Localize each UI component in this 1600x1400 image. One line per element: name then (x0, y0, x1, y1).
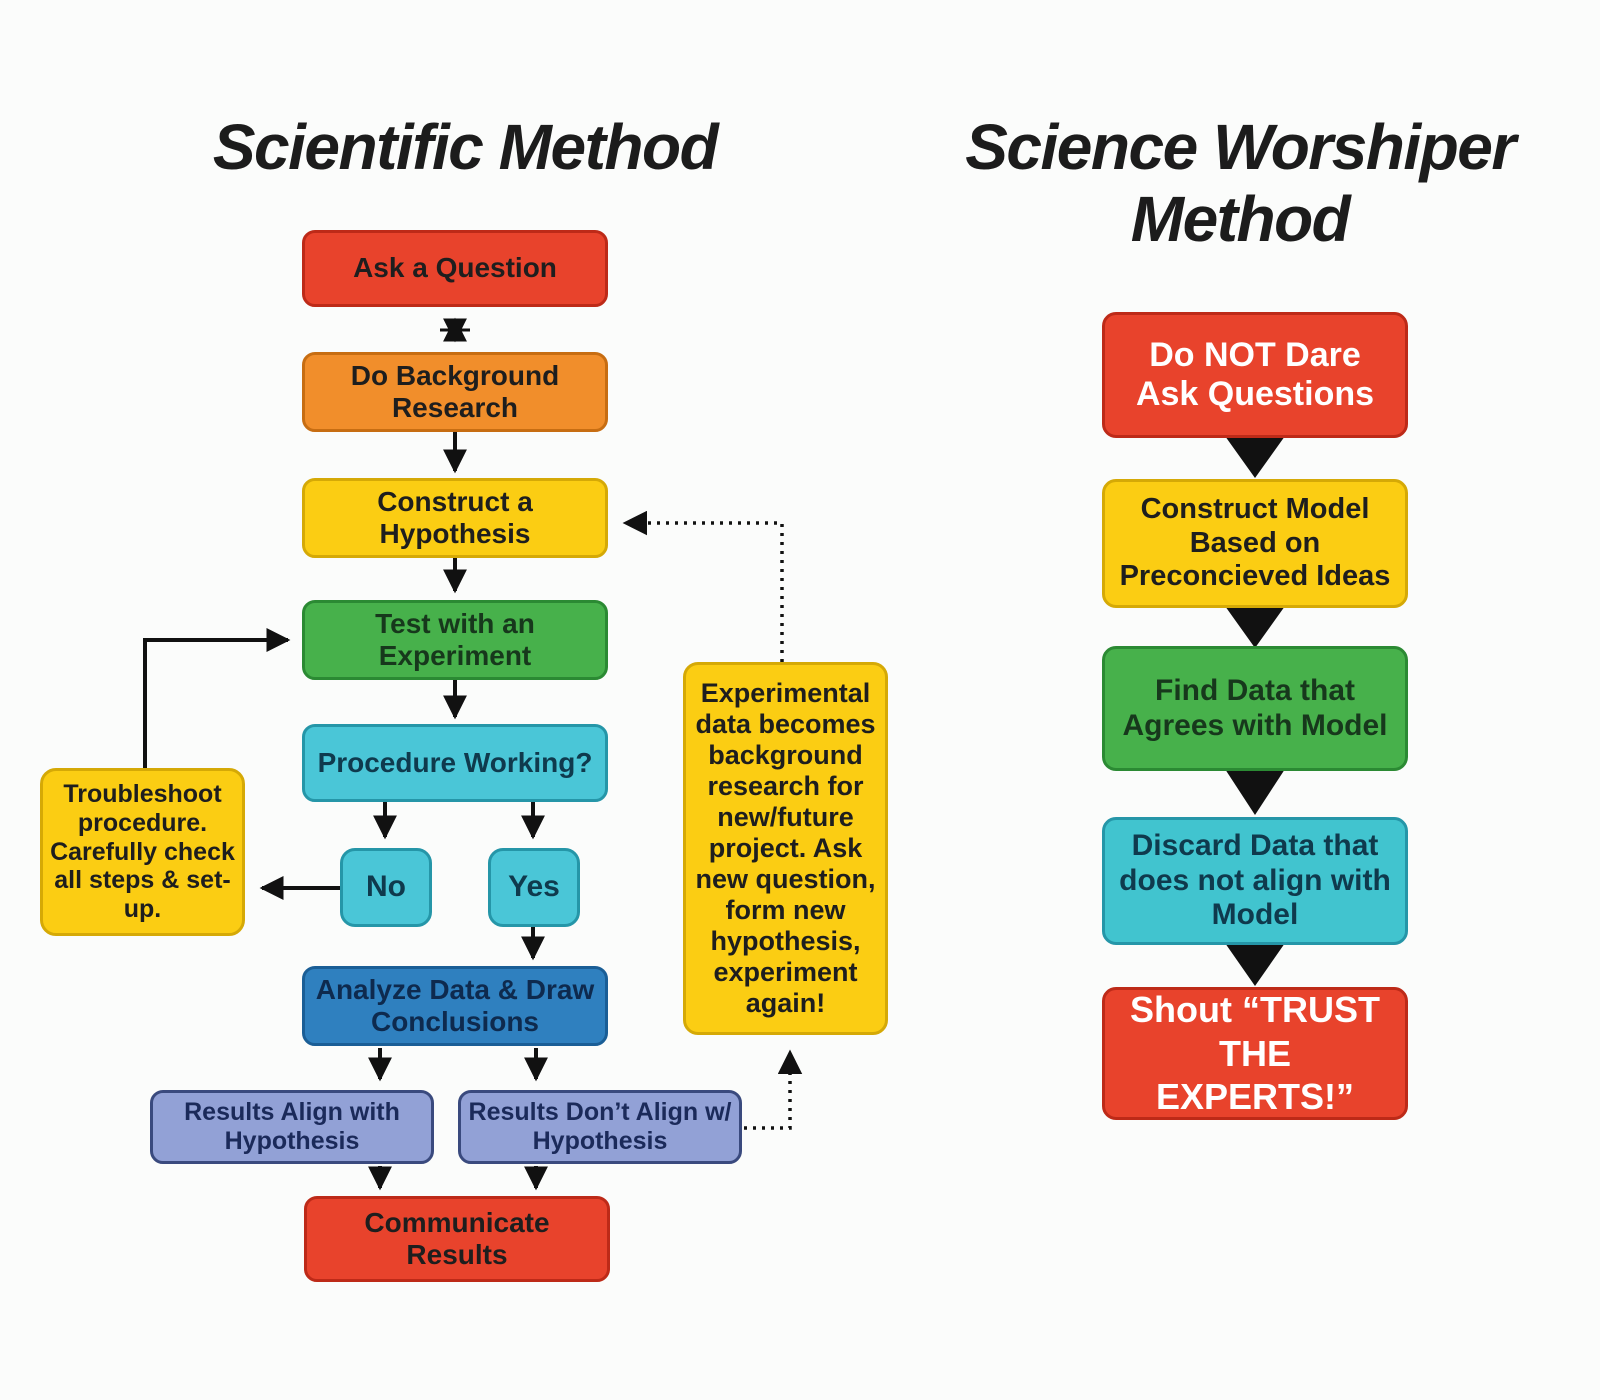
node-do-background-research: Do Background Research (302, 352, 608, 432)
node-find-data-agrees: Find Data that Agrees with Model (1102, 646, 1408, 771)
note-experimental-data: Experimental data becomes background res… (683, 662, 888, 1035)
node-shout-trust-experts: Shout “TRUST THE EXPERTS!” (1102, 987, 1408, 1120)
node-do-not-dare-ask-questions: Do NOT Dare Ask Questions (1102, 312, 1408, 438)
dotted-arrow-results-to-note (744, 1049, 803, 1130)
node-procedure-working: Procedure Working? (302, 724, 608, 802)
triangle-arrow-questions-to-model (1225, 436, 1285, 478)
node-communicate-results: Communicate Results (304, 1196, 610, 1282)
left-chart-title: Scientific Method (212, 111, 719, 183)
triangle-arrow-finddata-to-discard (1225, 769, 1285, 815)
node-construct-model: Construct Model Based on Preconcieved Id… (1102, 479, 1408, 608)
node-results-align: Results Align with Hypothesis (150, 1090, 434, 1164)
right-chart-title-line1: Science Worshiper (965, 111, 1516, 183)
triangle-arrow-model-to-finddata (1225, 606, 1285, 648)
right-chart-title-line2: Method (1130, 182, 1351, 255)
node-results-dont-align: Results Don’t Align w/ Hypothesis (458, 1090, 742, 1164)
node-troubleshoot-procedure: Troubleshoot procedure. Carefully check … (40, 768, 245, 936)
arrow-troubleshoot-to-test (143, 628, 291, 768)
node-ask-a-question: Ask a Question (302, 230, 608, 307)
node-discard-data: Discard Data that does not align with Mo… (1102, 817, 1408, 945)
node-test-with-experiment: Test with an Experiment (302, 600, 608, 680)
triangle-arrow-discard-to-shout (1225, 943, 1285, 986)
node-analyze-data: Analyze Data & Draw Conclusions (302, 966, 608, 1046)
node-construct-a-hypothesis: Construct a Hypothesis (302, 478, 608, 558)
node-yes: Yes (488, 848, 580, 927)
node-no: No (340, 848, 432, 927)
right-chart-title: Science Worshiper Method (930, 111, 1550, 255)
dotted-arrow-note-to-hypothesis (622, 510, 784, 662)
